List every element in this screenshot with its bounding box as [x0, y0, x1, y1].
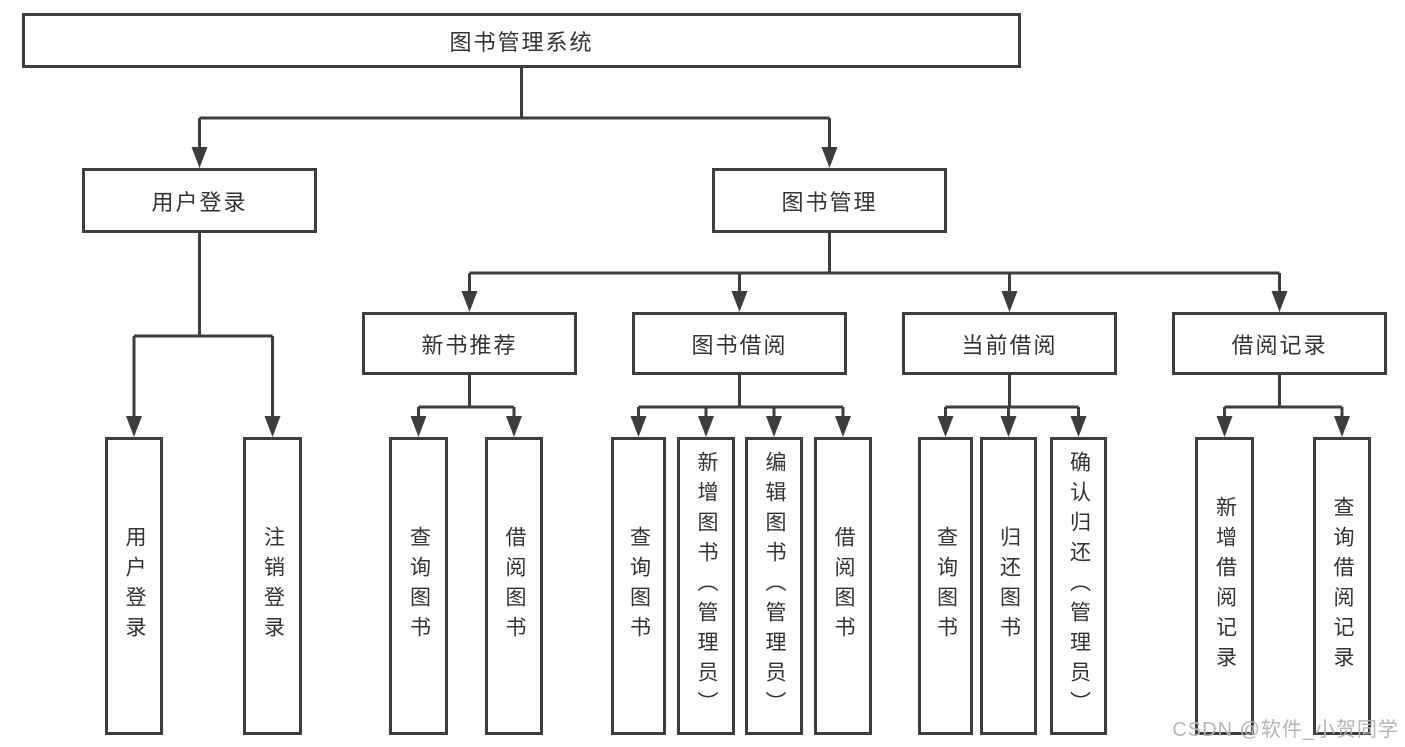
node-borrow-record: 借阅记录: [1172, 312, 1387, 375]
leaf-user-login: 用户登录: [105, 437, 163, 735]
leaf-cb-return-book: 归还图书: [980, 437, 1037, 735]
leaf-bb-edit-book: 编辑图书（管理员）: [745, 437, 803, 735]
leaf-bb-add-book: 新增图书（管理员）: [677, 437, 735, 735]
leaf-bb-borrow-book: 借阅图书: [814, 437, 872, 735]
arrowheads: [126, 147, 1350, 437]
leaf-br-add-record: 新增借阅记录: [1195, 437, 1254, 735]
leaf-logout: 注销登录: [243, 437, 302, 735]
node-new-book-rec: 新书推荐: [362, 312, 577, 375]
node-book-borrow: 图书借阅: [632, 312, 847, 375]
leaf-br-query-record: 查询借阅记录: [1313, 437, 1371, 735]
node-current-borrow: 当前借阅: [902, 312, 1117, 375]
connector-lines: [132, 68, 1344, 420]
leaf-bb-query-book: 查询图书: [611, 437, 666, 735]
leaf-cb-confirm-return: 确认归还（管理员）: [1050, 437, 1107, 735]
node-root: 图书管理系统: [22, 13, 1021, 68]
leaf-rec-query-book: 查询图书: [389, 437, 448, 735]
node-book-mgmt: 图书管理: [712, 168, 947, 233]
leaf-cb-query-book: 查询图书: [918, 437, 973, 735]
watermark: CSDN @软件_小贺同学: [1172, 719, 1399, 741]
leaf-rec-borrow-book: 借阅图书: [485, 437, 543, 735]
node-user-login: 用户登录: [82, 168, 317, 233]
